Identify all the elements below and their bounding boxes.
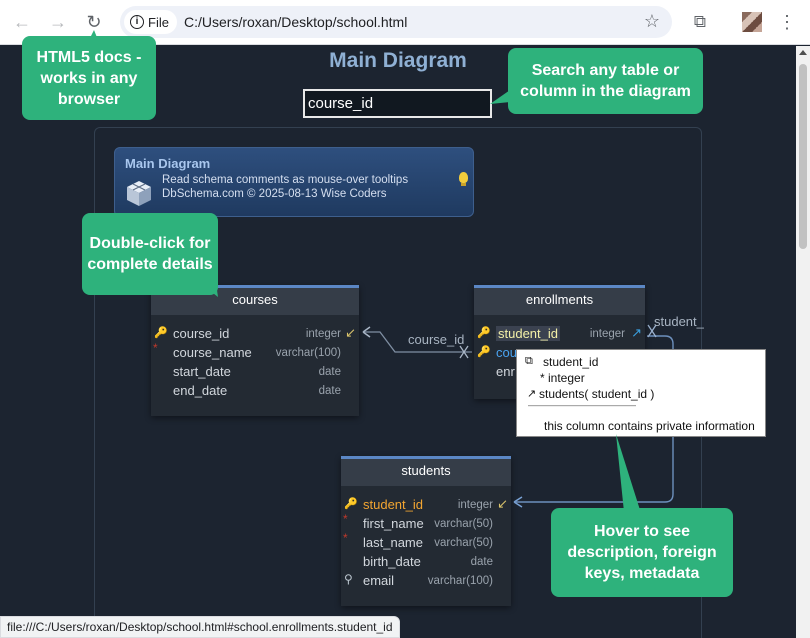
- mandatory-marker-icon: *: [343, 512, 348, 526]
- column-row[interactable]: birth_date date: [341, 554, 511, 573]
- column-row[interactable]: 🔑 cou: [474, 345, 645, 364]
- callout-search: Search any table or column in the diagra…: [508, 48, 703, 114]
- column-type: date: [318, 366, 341, 378]
- column-type: date: [318, 385, 341, 397]
- page-title: Main Diagram: [329, 49, 467, 72]
- courses-enrollments-line: [363, 331, 472, 353]
- column-row[interactable]: enr: [474, 364, 645, 383]
- tooltip-column-name: student_id: [543, 355, 599, 369]
- url-text[interactable]: C:/Users/roxan/Desktop/school.html: [184, 14, 408, 30]
- tooltip-separator: ————————————: [528, 400, 636, 410]
- dbschema-cube-icon: [127, 181, 151, 206]
- column-type: varchar(100): [275, 347, 341, 359]
- crowfoot-students: [647, 324, 657, 338]
- site-chip-label: File: [148, 14, 169, 30]
- tooltip-column-type: * integer: [540, 371, 585, 385]
- column-row[interactable]: ⚲ email varchar(100): [341, 572, 511, 592]
- table-students[interactable]: students 🔑 student_id integer ↙ * first_…: [341, 456, 511, 606]
- column-name[interactable]: cou: [496, 345, 517, 360]
- callout-pointer: [200, 283, 218, 297]
- column-type: integer: [305, 328, 341, 340]
- primary-key-icon: 🔑: [344, 498, 358, 510]
- students-arrowhead: [513, 496, 523, 508]
- scroll-up-arrow-icon[interactable]: [799, 50, 807, 55]
- callout-pointer: [616, 434, 640, 512]
- profile-avatar[interactable]: [742, 12, 762, 32]
- tooltip-comment: this column contains private information: [544, 419, 755, 433]
- fk-arrow-icon: ↗: [527, 388, 537, 400]
- primary-key-icon: 🔑: [154, 327, 168, 339]
- info-box-title: Main Diagram: [125, 156, 211, 171]
- column-row[interactable]: 🔑 student_id integer ↙: [341, 496, 511, 516]
- column-name-hovered[interactable]: student_id: [496, 326, 560, 341]
- referenced-arrow-icon: ↙: [345, 325, 356, 340]
- vertical-scrollbar[interactable]: [796, 46, 810, 638]
- column-type: varchar(100): [427, 575, 493, 587]
- column-row[interactable]: * last_name varchar(50): [341, 531, 511, 554]
- lightbulb-icon[interactable]: [459, 172, 468, 186]
- callout-double-click: Double-click for complete details: [82, 213, 218, 295]
- address-bar[interactable]: i File C:/Users/roxan/Desktop/school.htm…: [120, 6, 672, 38]
- column-row[interactable]: start_date date: [151, 364, 359, 383]
- column-type: integer: [457, 499, 493, 511]
- mandatory-marker-icon: *: [153, 341, 158, 355]
- callout-hover: Hover to see description, foreign keys, …: [551, 508, 733, 597]
- column-name[interactable]: course_id: [173, 326, 230, 341]
- diagram-info-box: Main Diagram Read schema comments as mou…: [114, 147, 474, 217]
- copy-icon: ⧉: [525, 355, 533, 367]
- index-search-icon: ⚲: [344, 572, 353, 586]
- crowfoot-courses: [459, 345, 469, 359]
- column-type: integer: [589, 328, 625, 340]
- column-name[interactable]: email: [363, 573, 395, 588]
- primary-key-icon: 🔑: [477, 327, 491, 339]
- column-type: date: [470, 556, 493, 568]
- info-icon: i: [130, 15, 144, 29]
- column-row[interactable]: end_date date: [151, 383, 359, 402]
- table-header-enrollments[interactable]: enrollments: [474, 285, 645, 315]
- table-courses[interactable]: courses 🔑 course_id integer ↙ * course_n…: [151, 285, 359, 416]
- primary-key-icon: 🔑: [477, 346, 491, 358]
- mandatory-marker-icon: *: [343, 531, 348, 545]
- referenced-arrow-icon: ↙: [497, 496, 508, 511]
- relation-label-course-id: course_id: [408, 332, 465, 347]
- scrollbar-thumb[interactable]: [799, 64, 807, 249]
- back-arrow-icon[interactable]: ←: [13, 12, 31, 32]
- more-menu-icon[interactable]: ⋮: [778, 12, 796, 32]
- search-input[interactable]: [303, 89, 492, 118]
- column-name[interactable]: last_name: [363, 535, 423, 550]
- column-type: varchar(50): [434, 518, 493, 530]
- status-bar-url: file:///C:/Users/roxan/Desktop/school.ht…: [0, 616, 400, 638]
- callout-pointer: [490, 90, 510, 104]
- column-tooltip: ⧉ student_id * integer ↗ students( stude…: [516, 349, 766, 437]
- courses-arrowhead: [362, 326, 371, 338]
- extensions-puzzle-icon[interactable]: ⧉: [693, 12, 707, 31]
- tooltip-fk: students( student_id ): [539, 387, 655, 401]
- column-name[interactable]: student_id: [363, 497, 423, 512]
- info-box-line-1: Read schema comments as mouse-over toolt…: [162, 174, 409, 186]
- column-name[interactable]: start_date: [173, 364, 231, 379]
- info-box-line-2: DbSchema.com © 2025-08-13 Wise Coders: [162, 188, 387, 200]
- column-row[interactable]: * first_name varchar(50): [341, 512, 511, 535]
- column-name[interactable]: end_date: [173, 383, 228, 398]
- forward-arrow-icon[interactable]: →: [49, 12, 67, 32]
- column-name[interactable]: course_name: [173, 345, 252, 360]
- relation-label-student: student_: [654, 314, 704, 329]
- column-name[interactable]: first_name: [363, 516, 424, 531]
- bookmark-star-icon[interactable]: ☆: [643, 11, 660, 31]
- callout-pointer: [84, 30, 102, 50]
- column-name[interactable]: birth_date: [363, 554, 421, 569]
- column-row[interactable]: 🔑 student_id integer ↗: [474, 325, 645, 345]
- column-row[interactable]: 🔑 course_id integer ↙: [151, 325, 359, 345]
- column-row[interactable]: * course_name varchar(100): [151, 341, 359, 364]
- column-type: varchar(50): [434, 537, 493, 549]
- site-info-chip[interactable]: i File: [124, 10, 177, 34]
- foreign-key-arrow-icon: ↗: [631, 325, 642, 340]
- column-name[interactable]: enr: [496, 364, 515, 379]
- table-header-students[interactable]: students: [341, 456, 511, 486]
- reload-icon[interactable]: ↻: [86, 12, 102, 32]
